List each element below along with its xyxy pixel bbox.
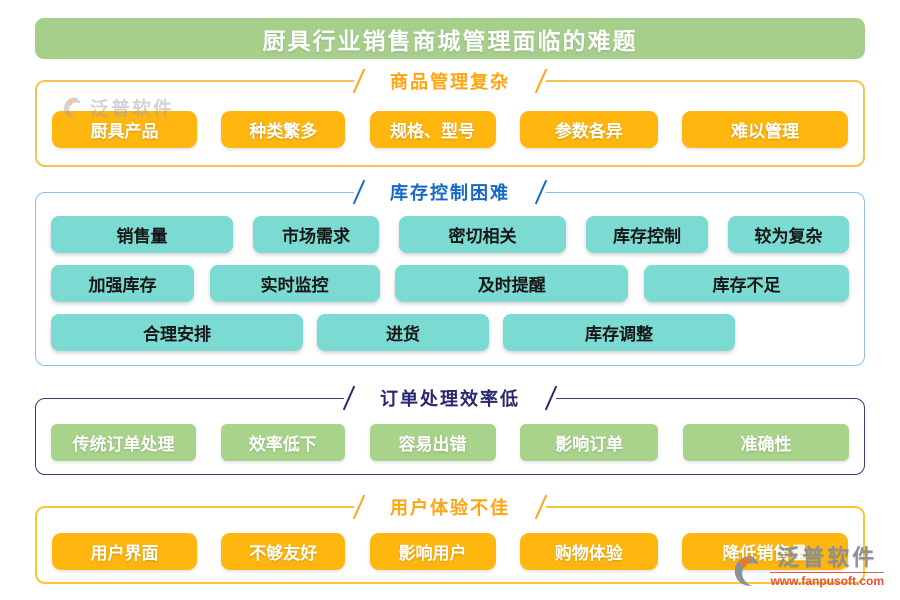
- chip-kitchen-product: 厨具产品: [52, 111, 197, 148]
- chip-specs-models: 规格、型号: [369, 111, 496, 148]
- slash-right-icon: [534, 68, 548, 94]
- chip-affects-users: 影响用户: [369, 533, 496, 570]
- chip-shopping-experience: 购物体验: [519, 533, 658, 570]
- chip-affects-order: 影响订单: [520, 424, 659, 461]
- chip-sales-volume: 销售量: [51, 216, 233, 253]
- chip-varied-params: 参数各异: [519, 111, 658, 148]
- chip-closely-related: 密切相关: [399, 216, 566, 253]
- slash-left-icon: [342, 385, 356, 411]
- slash-left-icon: [352, 494, 366, 520]
- chip-many-categories: 种类繁多: [221, 111, 346, 148]
- section-product-management: 商品管理复杂 厨具产品 种类繁多 规格、型号 参数各异 难以管理: [35, 68, 865, 167]
- chip-accuracy: 准确性: [683, 424, 849, 461]
- slash-left-icon: [352, 179, 366, 205]
- brand-url-text: www.fanpusoft.com: [770, 572, 884, 588]
- section-user-experience: 用户体验不佳 用户界面 不够友好 影响用户 购物体验 降低销售量: [35, 494, 865, 584]
- section-order-processing: 订单处理效率低 传统订单处理 效率低下 容易出错 影响订单 准确性: [35, 385, 865, 475]
- chip-market-demand: 市场需求: [253, 216, 379, 253]
- section-title-inventory: 库存控制困难: [390, 183, 510, 203]
- chip-inventory-control: 库存控制: [586, 216, 708, 253]
- section-heading-ux: 用户体验不佳: [352, 494, 548, 520]
- chip-traditional-order: 传统订单处理: [51, 424, 196, 461]
- chip-row-inventory-1: 销售量 市场需求 密切相关 库存控制 较为复杂: [51, 216, 849, 253]
- chip-hard-to-manage: 难以管理: [682, 111, 848, 148]
- fanpu-logo-icon: [735, 555, 759, 587]
- chip-timely-reminder: 及时提醒: [395, 265, 629, 302]
- chip-low-efficiency: 效率低下: [220, 424, 345, 461]
- chip-strengthen-inventory: 加强库存: [51, 265, 194, 302]
- fanpu-brand-logo: 泛普软件 www.fanpusoft.com: [732, 544, 884, 588]
- chip-row-inventory-2: 加强库存 实时监控 及时提醒 库存不足: [51, 265, 849, 302]
- chip-row-order: 传统订单处理 效率低下 容易出错 影响订单 准确性: [51, 424, 849, 461]
- chip-row-inventory-3: 合理安排 进货 库存调整: [51, 314, 849, 351]
- section-heading-order: 订单处理效率低: [342, 385, 558, 411]
- slash-left-icon: [352, 68, 366, 94]
- section-title-ux: 用户体验不佳: [390, 498, 510, 518]
- brand-name-text: 泛普软件: [777, 544, 878, 570]
- chip-row-ux: 用户界面 不够友好 影响用户 购物体验 降低销售量: [52, 533, 848, 570]
- chip-inventory-adjustment: 库存调整: [503, 314, 735, 351]
- chip-user-interface: 用户界面: [52, 533, 197, 570]
- section-inventory-control: 库存控制困难 销售量 市场需求 密切相关 库存控制 较为复杂 加强库存 实时监控…: [35, 179, 865, 366]
- page-title: 厨具行业销售商城管理面临的难题: [262, 27, 638, 54]
- slash-right-icon: [544, 385, 558, 411]
- chip-purchase: 进货: [317, 314, 489, 351]
- chip-insufficient-stock: 库存不足: [643, 265, 849, 302]
- slash-right-icon: [534, 179, 548, 205]
- chip-error-prone: 容易出错: [369, 424, 496, 461]
- chip-row-product: 厨具产品 种类繁多 规格、型号 参数各异 难以管理: [52, 111, 848, 148]
- chip-not-friendly: 不够友好: [221, 533, 346, 570]
- chip-realtime-monitoring: 实时监控: [209, 265, 380, 302]
- chip-reasonable-arrangement: 合理安排: [51, 314, 303, 351]
- section-heading-product: 商品管理复杂: [352, 68, 548, 94]
- title-banner: 厨具行业销售商城管理面临的难题: [35, 18, 865, 59]
- chip-rather-complex: 较为复杂: [728, 216, 849, 253]
- section-title-order: 订单处理效率低: [380, 389, 520, 409]
- section-heading-inventory: 库存控制困难: [352, 179, 548, 205]
- slash-right-icon: [534, 494, 548, 520]
- section-title-product: 商品管理复杂: [390, 72, 510, 92]
